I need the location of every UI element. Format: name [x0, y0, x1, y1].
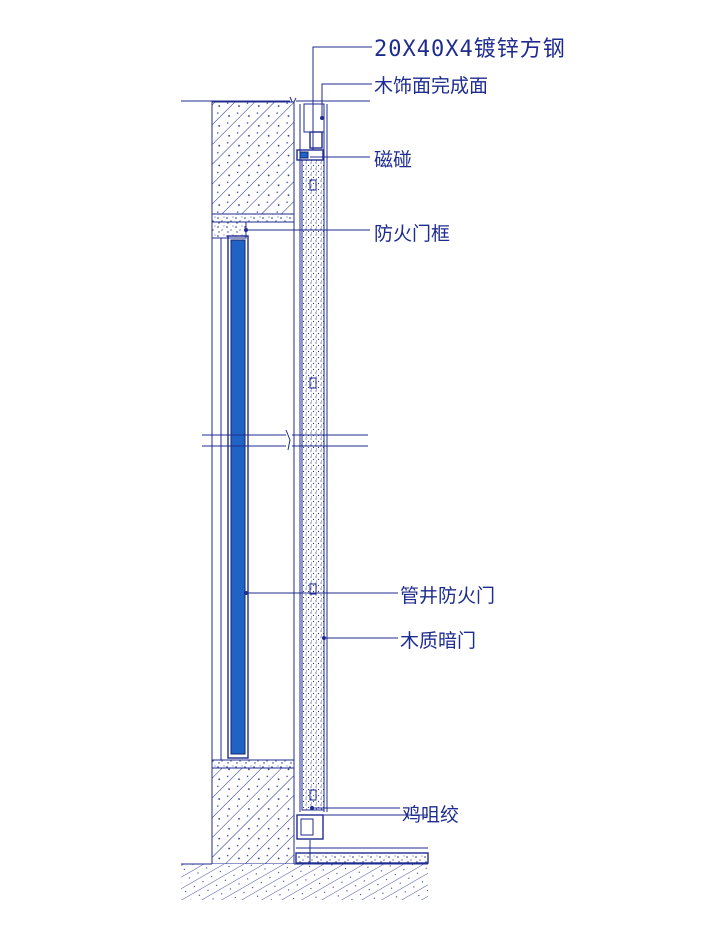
label-steel-tube: 20X40X4镀锌方钢	[374, 37, 566, 62]
hinge-leaf	[300, 818, 314, 836]
mid-break-mark	[285, 429, 291, 451]
wood-door-cleat-4	[309, 789, 317, 801]
shaft-fire-door-core	[230, 239, 246, 755]
steel-tube-section	[309, 131, 323, 149]
fire-door-frame-flange	[245, 221, 295, 231]
wood-door-cleat-1	[309, 179, 317, 191]
shaft-fire-door-leaf	[227, 235, 249, 759]
wood-door-cleat-3	[309, 583, 317, 595]
leader-wood-finish	[321, 83, 372, 118]
ground-slab	[181, 864, 428, 900]
label-wood-hidden-door: 木质暗门	[400, 630, 476, 652]
upper-lintel-wall	[211, 101, 295, 215]
magnetic-stop-magnet	[299, 151, 309, 159]
wood-hidden-door-leaf	[301, 159, 325, 811]
label-hinge: 鸡咀绞	[402, 804, 459, 826]
label-fire-door-frame: 防火门框	[374, 223, 450, 245]
label-wood-finish: 木饰面完成面	[374, 75, 488, 97]
upper-lintel-plaster	[211, 213, 295, 223]
lower-wall-plaster	[211, 759, 295, 769]
magnetic-stop-body	[296, 149, 324, 161]
hinge-housing	[296, 814, 324, 840]
label-magnetic-stop: 磁碰	[374, 149, 412, 171]
label-shaft-fire-door: 管井防火门	[400, 585, 495, 607]
wood-door-cleat-2	[309, 377, 317, 389]
floor-screed	[295, 852, 429, 864]
lower-wall	[211, 767, 295, 865]
leader-steel-tube	[312, 46, 372, 150]
